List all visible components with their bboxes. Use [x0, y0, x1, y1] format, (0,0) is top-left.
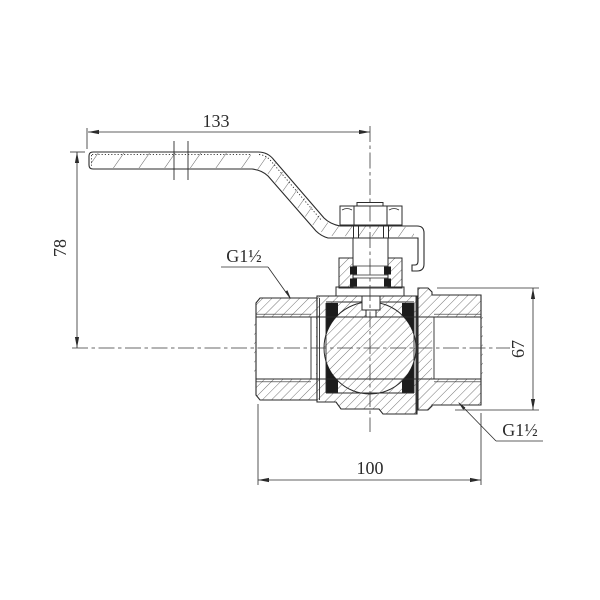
dimension-handle-length: 133: [86, 111, 370, 149]
nut-cap: [356, 202, 384, 207]
dimensions: 133 78 67 100: [50, 111, 539, 485]
stem-ball-slot: [365, 309, 377, 318]
thread-labels: G1½ G1½: [221, 246, 543, 442]
dim-67-text: 67: [508, 340, 528, 358]
left-port-hatch: [254, 298, 317, 400]
dim-133-text: 133: [203, 111, 230, 131]
handle-slope-hatch: [253, 153, 414, 237]
handle-break-lines: [173, 141, 189, 180]
thread-left-text: G1½: [226, 246, 262, 266]
valve-seats: [326, 303, 414, 393]
stem-tab-right: [383, 225, 389, 239]
handle-grip-hatch: [91, 153, 251, 168]
thread-right-text: G1½: [502, 420, 538, 440]
seat-top-left: [326, 303, 338, 335]
thread-lines: [256, 313, 481, 383]
dimension-cap-height: 67: [437, 287, 539, 411]
dimension-handle-height: 78: [50, 151, 85, 348]
right-cap-hatch: [418, 288, 483, 410]
thread-label-left: G1½: [221, 246, 291, 299]
dim-100-text: 100: [357, 458, 384, 478]
stem-tab-left: [353, 225, 359, 239]
seat-top-right: [402, 303, 414, 335]
stem-o-rings: [350, 266, 391, 287]
center-lines: [72, 126, 510, 432]
stem-shaft: [352, 237, 389, 289]
joint-lines: [319, 296, 417, 414]
seat-bottom-right: [402, 361, 414, 393]
stem-groove-lines: [353, 265, 388, 288]
handle: [88, 141, 425, 272]
hex-nut: [339, 202, 403, 226]
thread-label-right: G1½: [458, 402, 543, 442]
stem-bottom: [361, 295, 381, 311]
handle-grip-stipple: [91, 154, 323, 222]
dim-78-text: 78: [50, 239, 70, 257]
seat-bottom-left: [326, 361, 338, 393]
dimension-body-length: 100: [257, 404, 482, 485]
